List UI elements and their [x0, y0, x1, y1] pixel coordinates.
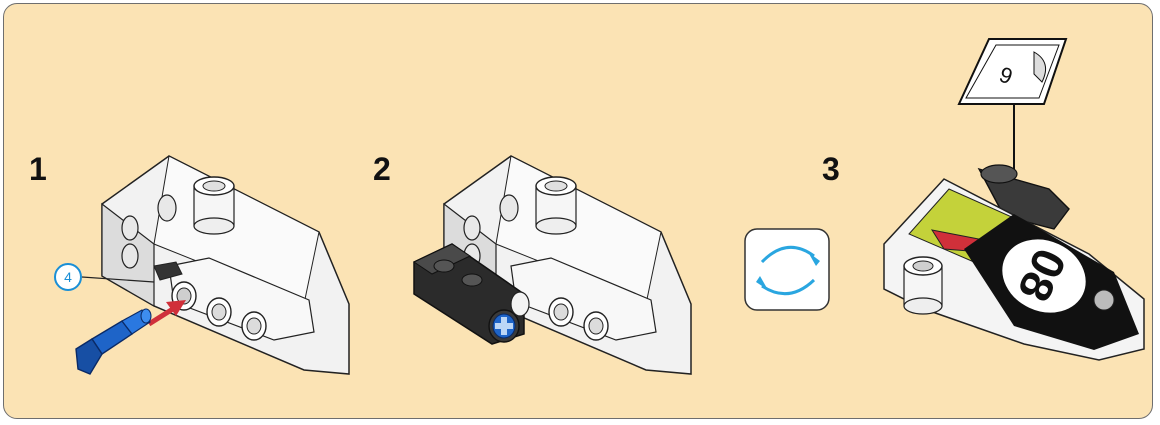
step-1-illustration: 4	[55, 156, 349, 374]
rotate-model-icon	[745, 229, 829, 310]
technic-panel-part	[102, 156, 349, 374]
blue-pin-part	[76, 309, 151, 374]
callout-count: 4	[64, 269, 72, 285]
step-2-illustration	[414, 156, 691, 374]
decorated-panel-part: 08	[884, 165, 1144, 360]
instruction-panel: 1 2 3	[3, 3, 1153, 419]
step-3-illustration: 6 08	[884, 39, 1144, 360]
assembly-illustrations: 4	[4, 4, 1154, 420]
